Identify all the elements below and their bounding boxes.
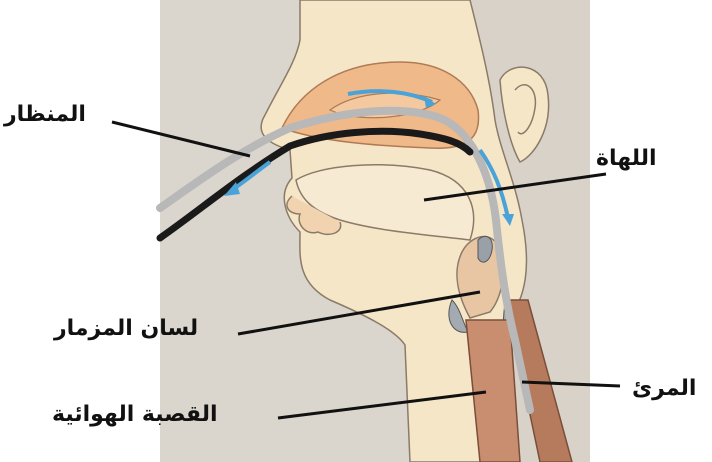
label-endoscope: المنظار (4, 104, 86, 126)
label-esophagus: المرئ (632, 378, 696, 400)
label-trachea: القصبة الهوائية (52, 404, 218, 426)
label-uvula: اللهاة (596, 148, 657, 170)
label-epiglottis: لسان المزمار (54, 318, 198, 340)
